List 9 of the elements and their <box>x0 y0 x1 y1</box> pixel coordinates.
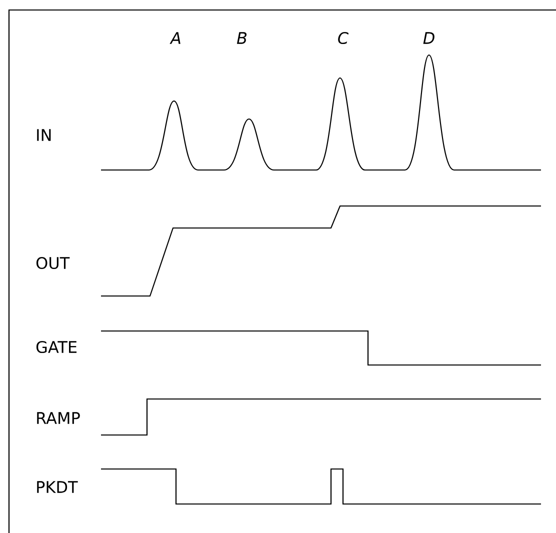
peak-letter: A <box>170 32 180 44</box>
peak-letter: C <box>338 32 349 44</box>
signal-label: PKDT <box>37 481 78 493</box>
peak-letter: B <box>236 32 247 44</box>
signal-label: IN <box>37 129 51 141</box>
signal-label: OUT <box>36 256 70 270</box>
peak-letter: D <box>423 32 434 44</box>
signal-label: RAMP <box>37 412 80 424</box>
signal-label: GATE <box>36 340 77 354</box>
